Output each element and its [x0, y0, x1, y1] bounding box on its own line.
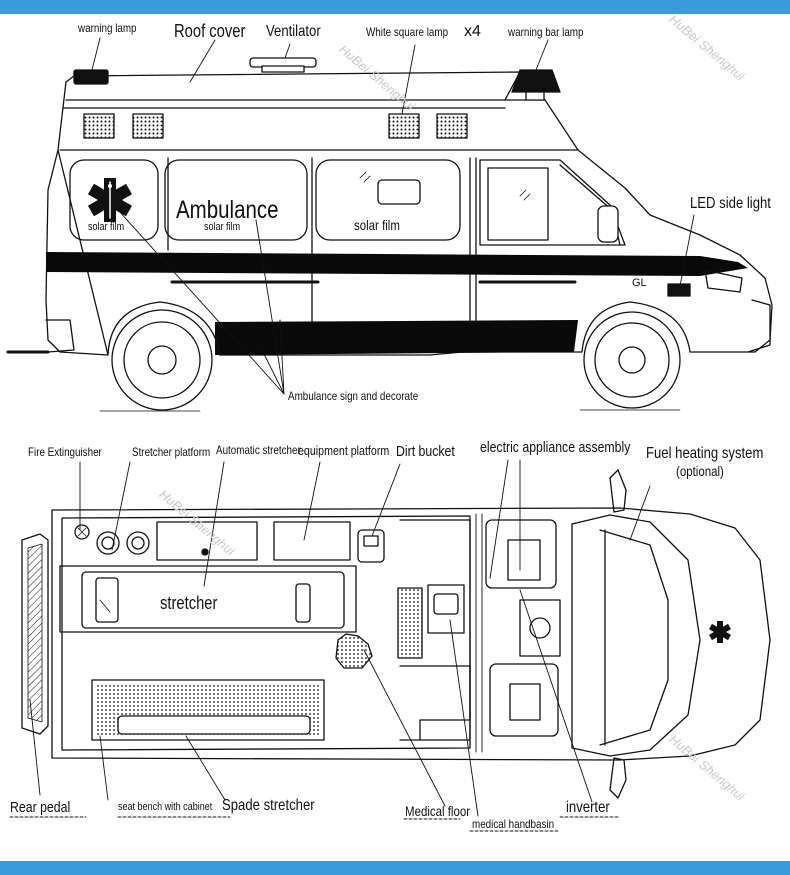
equipment-platform: [273, 521, 351, 561]
label-dirt-bucket: Dirt bucket: [396, 443, 455, 460]
handbasin: [427, 584, 465, 634]
ambulance-text: Ambulance: [176, 196, 279, 224]
label-white-square-lamp: White square lamp: [366, 25, 449, 39]
square-lamp-3: [388, 113, 420, 139]
fire-extinguisher-marker: [74, 524, 90, 540]
label-ventilator: Ventilator: [266, 23, 321, 40]
label-warning-lamp: warning lamp: [78, 21, 137, 35]
medical-floor-patch: [335, 633, 373, 669]
label-led-side-light: LED side light: [690, 195, 771, 212]
front-warning-bar-lamp: [511, 69, 561, 93]
badge-text: GL: [632, 277, 647, 289]
label-optional: (optional): [676, 463, 724, 479]
solar-film-text-1: solar film: [88, 221, 125, 233]
headlight: [704, 269, 743, 293]
side-window-2: [315, 159, 461, 241]
hood: [571, 514, 701, 757]
rear-wheel: [111, 309, 213, 411]
dirt-bucket: [357, 529, 385, 563]
lower-stripe: [215, 320, 578, 355]
label-automatic-stretcher: Automatic stretcher: [216, 443, 301, 457]
solar-film-text-3: solar film: [354, 217, 400, 233]
driver-seat: [485, 519, 557, 589]
label-rear-pedal: Rear pedal: [10, 799, 71, 816]
led-side-light: [667, 283, 691, 297]
label-fuel-heating: Fuel heating system: [646, 445, 764, 462]
stretcher-text: stretcher: [160, 593, 218, 613]
side-window-1: [164, 159, 308, 241]
right-mirror: [609, 757, 627, 799]
rear-wheel-arch: [107, 301, 221, 356]
label-medical-handbasin: medical handbasin: [472, 817, 555, 831]
front-wheel: [583, 311, 681, 409]
label-x4: x4: [464, 23, 481, 40]
cabinet-1: [156, 521, 258, 561]
top-body-outline: [51, 507, 771, 761]
ambulance-diagram: [6, 37, 773, 832]
rear-warning-lamp: [73, 69, 109, 85]
storage-column: [397, 587, 423, 659]
label-warning-bar-lamp: warning bar lamp: [508, 25, 584, 39]
side-view: [6, 37, 773, 412]
top-frame-bar: [0, 0, 790, 14]
label-inverter: inverter: [566, 799, 610, 816]
front-wheel-arch: [581, 301, 691, 353]
seat-bench: [91, 679, 325, 741]
label-electric-appliance: electric appliance assembly: [480, 439, 631, 456]
square-lamp-1: [83, 113, 115, 139]
left-mirror: [609, 469, 627, 513]
square-lamp-4: [436, 113, 468, 139]
label-seat-bench: seat bench with cabinet: [118, 801, 213, 813]
label-ambulance-sign: Ambulance sign and decorate: [288, 389, 419, 403]
solar-film-text-2: solar film: [204, 221, 241, 233]
bottom-frame-bar: [0, 861, 790, 875]
rear-window: [69, 159, 159, 241]
top-view: [9, 459, 771, 832]
passenger-seat: [489, 663, 559, 737]
label-stretcher-platform: Stretcher platform: [132, 445, 211, 459]
stretcher-bay: [59, 565, 357, 633]
label-spade-stretcher: Spade stretcher: [222, 797, 315, 814]
stretcher: [81, 571, 345, 629]
square-lamp-2: [132, 113, 164, 139]
side-stripe: [46, 252, 748, 276]
side-mirror: [597, 205, 619, 243]
front-emblem-icon: [708, 621, 732, 643]
label-fire-extinguisher: Fire Extinguisher: [28, 445, 102, 459]
star-of-life-icon: [87, 178, 133, 222]
label-equipment-platform: equipment platform: [298, 443, 390, 458]
label-roof-cover: Roof cover: [174, 21, 246, 41]
rear-pedal-outline: [21, 533, 49, 735]
label-medical-floor: Medical floor: [405, 803, 471, 819]
